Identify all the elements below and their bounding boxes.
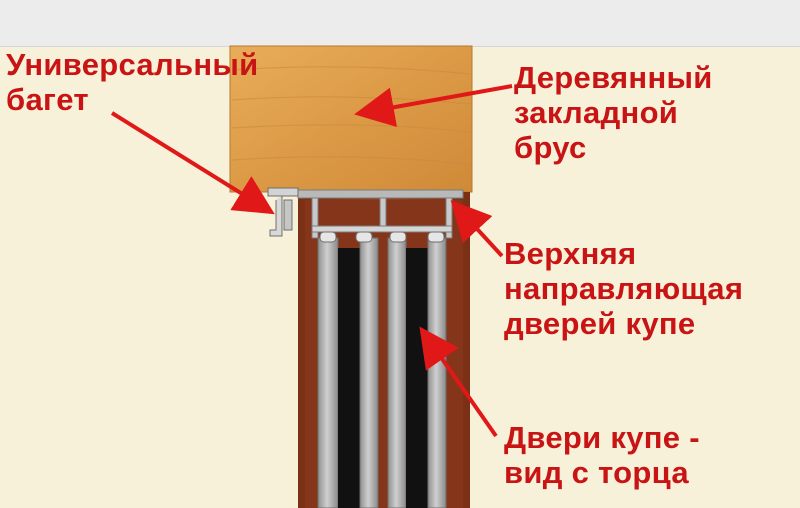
label-line: дверей купе xyxy=(504,306,696,341)
label-line: Двери купе - xyxy=(504,420,700,455)
arrow-beam xyxy=(354,84,513,128)
wooden-beam xyxy=(229,45,473,193)
label-line: багет xyxy=(6,82,89,117)
label-line: Верхняя xyxy=(504,236,637,271)
label-universal-baguette: Универсальный багет xyxy=(6,47,258,117)
label-line: закладной xyxy=(514,95,679,130)
label-upper-rail: Верхняя направляющая дверей купе xyxy=(504,236,743,341)
label-line: вид с торца xyxy=(504,455,689,490)
label-wooden-beam: Деревянный закладной брус xyxy=(514,60,713,165)
sliding-door-1 xyxy=(317,231,379,508)
upper-rail xyxy=(297,189,464,239)
arrow-doors xyxy=(419,326,498,438)
arrow-baguette xyxy=(110,111,275,215)
universal-baguette xyxy=(267,187,299,237)
label-line: Деревянный xyxy=(514,60,713,95)
label-line: Универсальный xyxy=(6,47,259,82)
label-line: брус xyxy=(514,130,587,165)
label-sliding-doors: Двери купе - вид с торца xyxy=(504,420,700,490)
sliding-door-2 xyxy=(387,231,447,508)
arrow-rail xyxy=(450,200,504,258)
label-line: направляющая xyxy=(504,271,744,306)
